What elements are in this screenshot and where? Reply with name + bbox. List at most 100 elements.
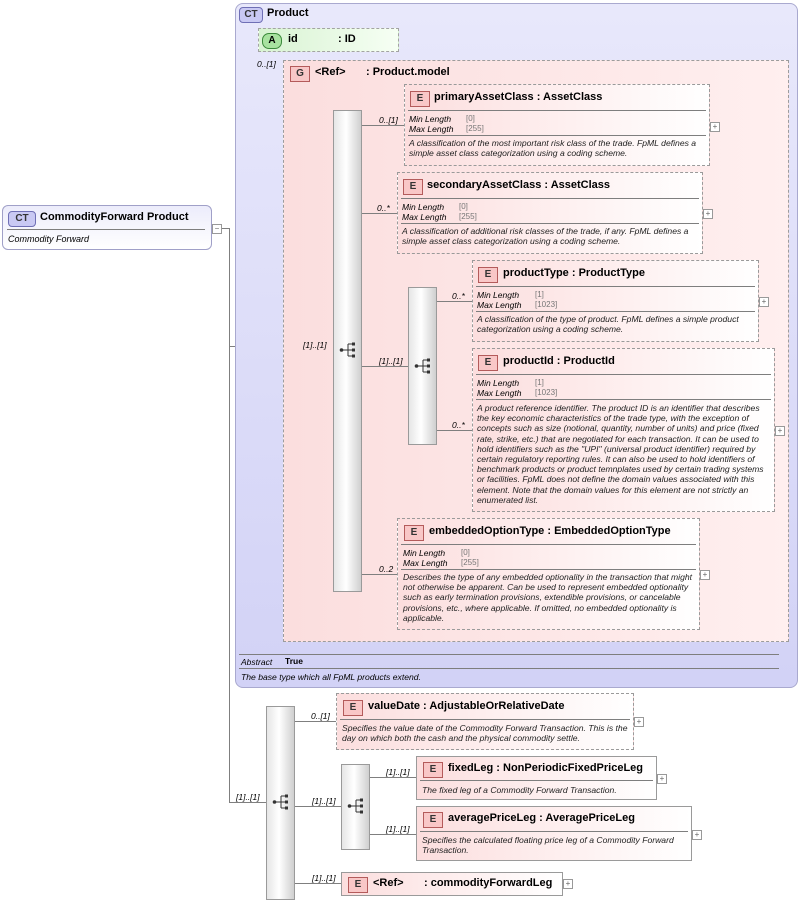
element-description: The fixed leg of a Commodity Forward Tra… xyxy=(422,785,617,795)
element-commodity-forward-leg[interactable] xyxy=(341,872,563,896)
element-description: Specifies the calculated floating price … xyxy=(422,835,674,856)
connector-product-id xyxy=(437,430,472,431)
expand-toggle[interactable]: + xyxy=(759,297,769,307)
element-divider xyxy=(401,223,699,224)
element-badge: E xyxy=(423,762,443,778)
element-description: A classification of the type of product.… xyxy=(477,314,739,335)
element-badge: E xyxy=(423,812,443,828)
element-name: averagePriceLeg : AveragePriceLeg xyxy=(448,812,635,824)
sequence-icon xyxy=(272,794,288,810)
element-name: valueDate : AdjustableOrRelativeDate xyxy=(368,700,565,712)
expand-toggle[interactable]: + xyxy=(775,426,785,436)
element-description: A classification of additional risk clas… xyxy=(402,226,689,247)
element-divider xyxy=(420,831,688,832)
max-length-label: Max Length xyxy=(403,558,448,568)
abstract-value: True xyxy=(285,656,303,666)
average-price-leg-cardinality: [1]..[1] xyxy=(386,824,410,834)
element-product-id[interactable] xyxy=(472,348,775,512)
max-length-label: Max Length xyxy=(477,300,522,310)
element-product-type[interactable] xyxy=(472,260,759,342)
element-average-price-leg[interactable] xyxy=(416,806,692,861)
abstract-label: Abstract xyxy=(241,657,273,667)
element-secondary-asset-class[interactable] xyxy=(397,172,703,254)
connector-embedded xyxy=(362,574,397,575)
choice-icon xyxy=(347,798,363,814)
attribute-cardinality: 0..[1] xyxy=(257,59,276,69)
root-divider xyxy=(7,229,205,230)
expand-toggle[interactable]: + xyxy=(710,122,720,132)
group-type: : Product.model xyxy=(366,66,450,78)
product-id-cardinality: 0..* xyxy=(452,420,465,430)
expand-toggle[interactable]: + xyxy=(692,830,702,840)
abstract-divider xyxy=(239,668,779,669)
root-collapse-toggle[interactable]: − xyxy=(212,224,222,234)
max-length-value: [255] xyxy=(459,212,477,221)
element-name: embeddedOptionType : EmbeddedOptionType xyxy=(429,525,671,537)
element-name: fixedLeg : NonPeriodicFixedPriceLeg xyxy=(448,762,643,774)
max-length-value: [255] xyxy=(466,124,484,133)
element-divider xyxy=(340,719,630,720)
min-length-value: [1] xyxy=(535,290,544,299)
group-badge: G xyxy=(290,66,310,82)
group-name: <Ref> xyxy=(315,66,346,78)
min-length-label: Min Length xyxy=(409,114,452,124)
bottom-seq-cardinality: [1]..[1] xyxy=(236,792,260,802)
choice-cardinality: [1]..[1] xyxy=(379,356,403,366)
product-description: The base type which all FpML products ex… xyxy=(241,672,421,682)
element-divider xyxy=(408,110,706,111)
min-length-label: Min Length xyxy=(403,548,446,558)
max-length-label: Max Length xyxy=(402,212,447,222)
root-type-name: CommodityForward Product xyxy=(40,211,189,223)
min-length-label: Min Length xyxy=(477,290,520,300)
element-name: secondaryAssetClass : AssetClass xyxy=(427,179,611,191)
connector-root-vertical xyxy=(229,228,230,802)
element-badge: E xyxy=(348,877,368,893)
element-description: A product reference identifier. The prod… xyxy=(477,403,764,505)
fixed-leg-cardinality: [1]..[1] xyxy=(386,767,410,777)
connector-secondary xyxy=(362,213,397,214)
choice-compositor[interactable] xyxy=(408,287,437,445)
product-type-cardinality: 0..* xyxy=(452,291,465,301)
element-primary-asset-class[interactable] xyxy=(404,84,710,166)
group-sequence-cardinality: [1]..[1] xyxy=(303,340,327,350)
element-divider xyxy=(476,286,755,287)
element-badge: E xyxy=(403,179,423,195)
element-value-date[interactable] xyxy=(336,693,634,750)
commodity-forward-leg-cardinality: [1]..[1] xyxy=(312,873,336,883)
connector-average-price-leg xyxy=(370,834,416,835)
connector-to-ct xyxy=(229,346,237,347)
element-divider xyxy=(476,311,755,312)
expand-toggle[interactable]: + xyxy=(563,879,573,889)
connector-primary xyxy=(362,125,404,126)
min-length-label: Min Length xyxy=(402,202,445,212)
expand-toggle[interactable]: + xyxy=(700,570,710,580)
expand-toggle[interactable]: + xyxy=(703,209,713,219)
min-length-value: [1] xyxy=(535,378,544,387)
connector-to-bottom-seq xyxy=(229,802,266,803)
root-type-box[interactable]: CT CommodityForward Product Commodity Fo… xyxy=(2,205,212,250)
min-length-value: [0] xyxy=(466,114,475,123)
max-length-value: [1023] xyxy=(535,300,558,309)
element-description: Specifies the value date of the Commodit… xyxy=(342,723,628,744)
element-badge: E xyxy=(478,267,498,283)
element-divider xyxy=(420,780,653,781)
element-badge: E xyxy=(478,355,498,371)
element-embedded-option-type[interactable] xyxy=(397,518,700,630)
max-length-label: Max Length xyxy=(409,124,454,134)
max-length-label: Max Length xyxy=(477,388,522,398)
primary-cardinality: 0..[1] xyxy=(379,115,398,125)
element-name: primaryAssetClass : AssetClass xyxy=(434,91,603,103)
value-date-cardinality: 0..[1] xyxy=(311,711,330,721)
root-description: Commodity Forward xyxy=(8,234,90,244)
connector-value-date xyxy=(295,721,336,722)
element-type: : commodityForwardLeg xyxy=(424,877,553,889)
element-badge: E xyxy=(410,91,430,107)
product-ct-name: Product xyxy=(267,7,309,19)
connector-commodity-forward-leg xyxy=(295,883,341,884)
element-divider xyxy=(401,198,699,199)
complex-type-badge: CT xyxy=(8,211,36,227)
element-badge: E xyxy=(343,700,363,716)
element-fixed-leg[interactable] xyxy=(416,756,657,800)
expand-toggle[interactable]: + xyxy=(657,774,667,784)
expand-toggle[interactable]: + xyxy=(634,717,644,727)
